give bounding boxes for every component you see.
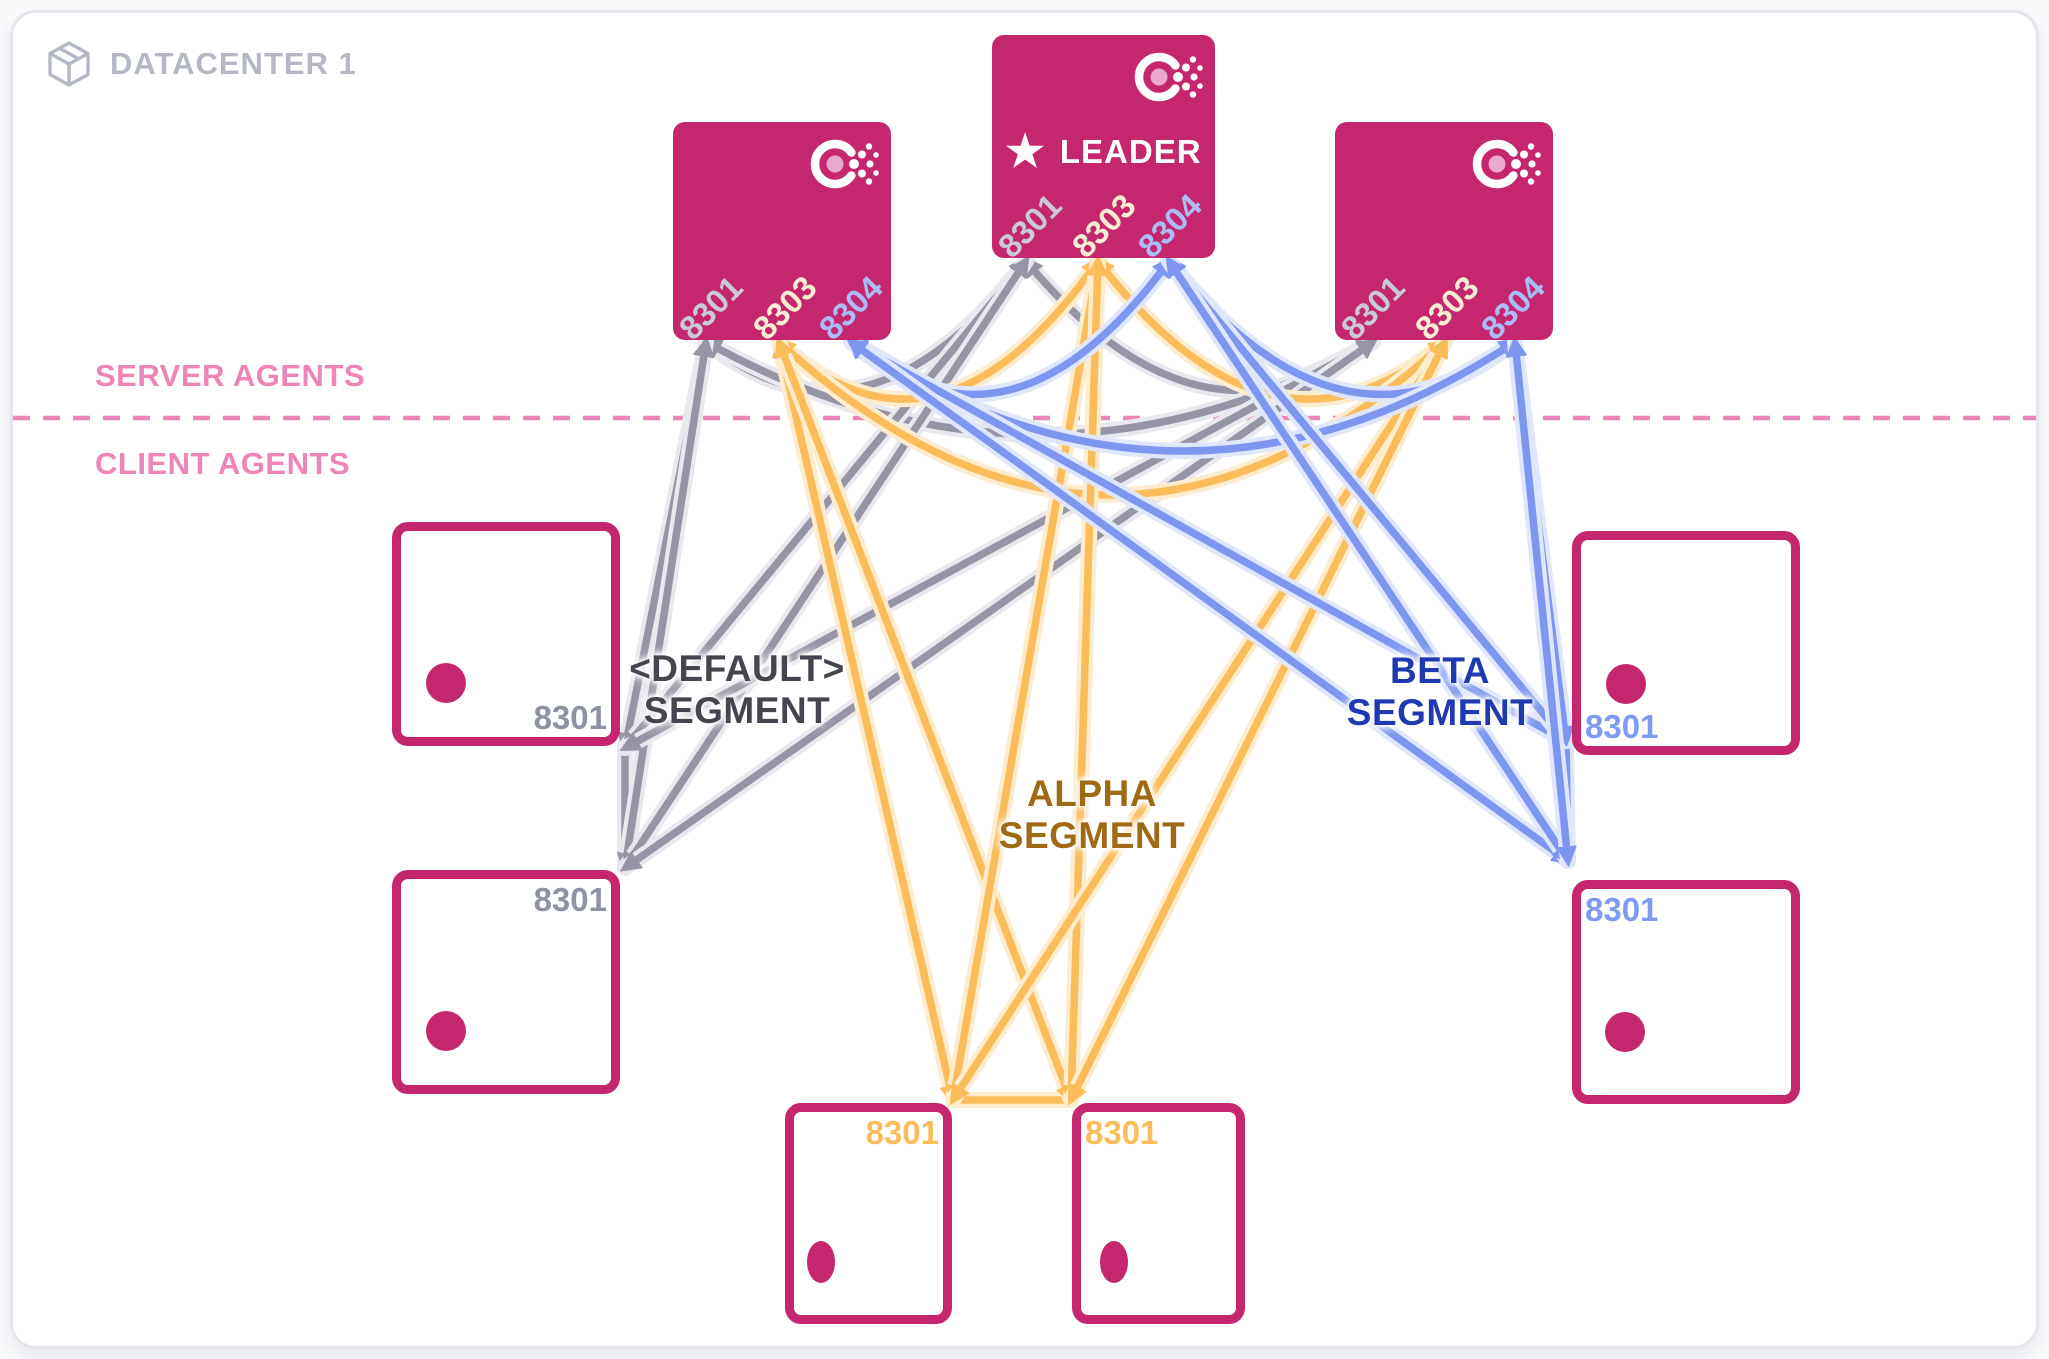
server-agents-label: SERVER AGENTS — [95, 358, 366, 393]
leader-badge: ★ LEADER — [992, 127, 1215, 176]
consul-logo-icon — [810, 139, 879, 189]
client-agent-box-bottom-2: 8301 — [1072, 1103, 1245, 1324]
datacenter-title: DATACENTER 1 — [110, 46, 357, 81]
client-port-label: 8301 — [1585, 891, 1659, 928]
agent-dot — [426, 1011, 466, 1051]
client-agent-box-left-2: 8301 — [392, 870, 620, 1094]
agent-dot — [1605, 1012, 1645, 1052]
edge-default — [616, 335, 715, 875]
edge-beta — [1165, 255, 1572, 867]
client-agent-box-left-1: 8301 — [392, 522, 620, 746]
agent-dot — [807, 1241, 835, 1283]
client-port-label: 8301 — [533, 699, 607, 736]
client-agent-box-right-1: 8301 — [1572, 531, 1800, 755]
server-agent-box-1: 8301 8303 8304 — [672, 122, 891, 347]
datacenter-header: DATACENTER 1 — [46, 40, 357, 88]
client-port-label: 8301 — [865, 1114, 939, 1151]
beta-segment-label: BETA SEGMENT — [1346, 650, 1534, 733]
client-agent-box-right-2: 8301 — [1572, 880, 1800, 1104]
client-agent-box-bottom-1: 8301 — [785, 1103, 952, 1324]
consul-logo-icon — [1472, 139, 1541, 189]
leader-star-icon: ★ — [1005, 127, 1046, 176]
agent-dot — [426, 663, 466, 703]
datacenter-cube-icon — [48, 41, 90, 87]
edge-beta — [1506, 335, 1577, 868]
default-segment-label: <DEFAULT> SEGMENT — [629, 648, 845, 731]
leader-label: LEADER — [1059, 133, 1202, 170]
consul-logo-icon — [1134, 52, 1203, 102]
alpha-segment-label: ALPHA SEGMENT — [998, 773, 1186, 856]
server-agent-box-leader: ★ LEADER 8301 8303 8304 — [991, 35, 1215, 265]
client-port-label: 8301 — [1085, 1114, 1159, 1151]
client-port-label: 8301 — [1585, 708, 1659, 745]
agent-dot — [1100, 1241, 1128, 1283]
server-agent-box-3: 8301 8303 8304 — [1334, 122, 1553, 347]
client-port-label: 8301 — [533, 881, 607, 918]
client-agents-label: CLIENT AGENTS — [95, 446, 351, 481]
agent-dot — [1606, 664, 1646, 704]
